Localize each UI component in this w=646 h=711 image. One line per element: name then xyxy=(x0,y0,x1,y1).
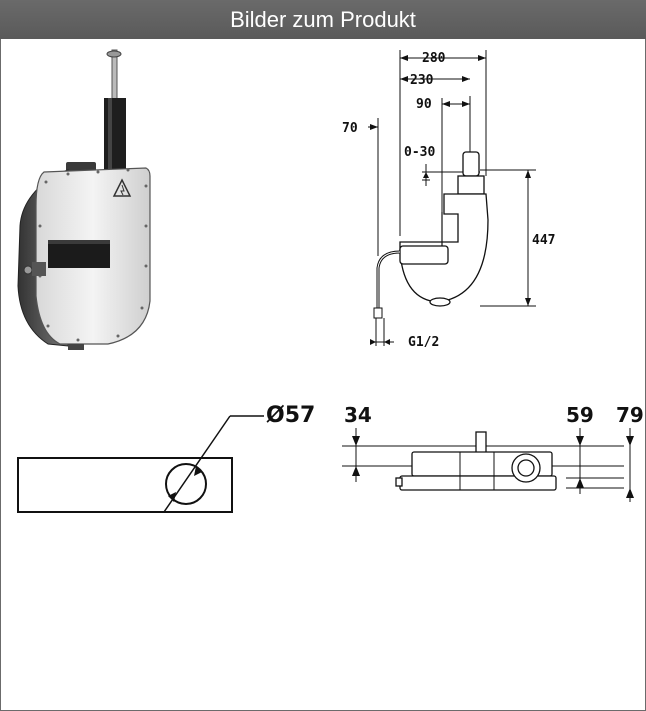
dim-34: 34 xyxy=(344,403,372,427)
dim-280: 280 xyxy=(422,51,446,66)
dimension-drawing-side[interactable]: 280 230 90 70 0-30 447 G1/2 xyxy=(330,46,560,351)
dim-230: 230 xyxy=(410,73,434,88)
dim-70: 70 xyxy=(342,121,358,136)
product-photo[interactable] xyxy=(8,46,158,351)
dimension-drawing-cutout[interactable]: Ø57 xyxy=(14,398,322,520)
dim-59: 59 xyxy=(566,403,594,427)
dim-0-30: 0-30 xyxy=(404,145,435,160)
dim-g12: G1/2 xyxy=(408,335,439,350)
dim-diameter: Ø57 xyxy=(266,403,315,428)
dimension-drawing-top[interactable]: 34 59 79 xyxy=(334,398,644,514)
gallery-header: Bilder zum Produkt xyxy=(0,0,646,39)
dim-79: 79 xyxy=(616,403,644,427)
dim-90: 90 xyxy=(416,97,432,112)
dim-447: 447 xyxy=(532,233,555,248)
